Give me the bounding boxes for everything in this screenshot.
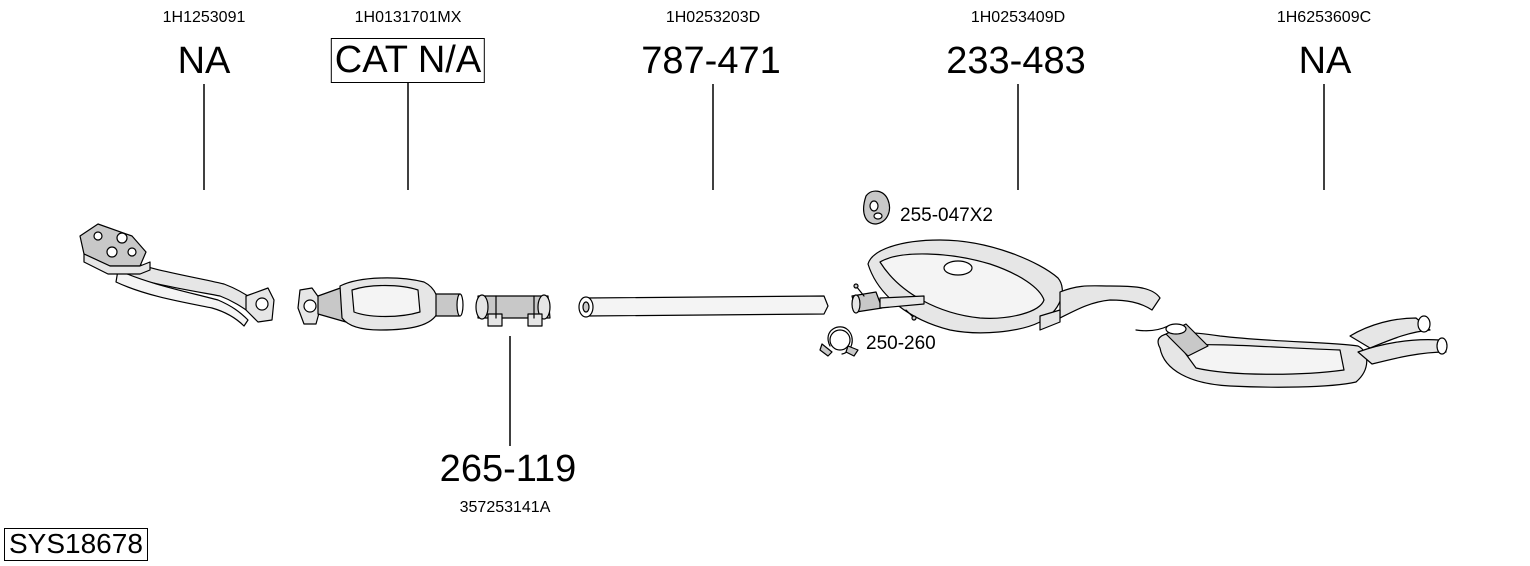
rear-silencer-icon	[1135, 315, 1448, 388]
part-ref-manifold: NA	[177, 40, 231, 82]
accessory-ref-clamp: 250-260	[866, 333, 936, 354]
part-ref-front-pipe: 787-471	[641, 40, 781, 82]
oem-number-front-pipe: 1H0253203D	[665, 9, 761, 26]
oem-number-rear-silencer: 1H6253609C	[1276, 9, 1372, 26]
middle-silencer-icon	[851, 239, 1161, 334]
connector-sleeve-icon	[475, 294, 551, 327]
part-ref-rear-silencer: NA	[1298, 40, 1352, 82]
exhaust-manifold-icon	[79, 223, 275, 327]
system-code: SYS18678	[4, 528, 148, 561]
part-ref-middle-silencer: 233-483	[946, 40, 1086, 82]
pipe-clamp-icon	[819, 326, 859, 357]
catalyst-icon	[297, 277, 464, 331]
rubber-hanger-icon	[863, 190, 891, 225]
oem-number-connector: 357253141A	[459, 499, 551, 516]
leader-lines	[203, 82, 1325, 446]
oem-number-manifold: 1H1253091	[162, 9, 246, 26]
part-ref-catalyst: CAT N/A	[330, 38, 486, 83]
oem-number-catalyst: 1H0131701MX	[354, 9, 462, 26]
oem-number-middle-silencer: 1H0253409D	[970, 9, 1066, 26]
accessory-ref-hanger: 255-047X2	[900, 205, 993, 226]
front-pipe-icon	[578, 295, 829, 318]
part-ref-connector: 265-119	[439, 448, 577, 490]
